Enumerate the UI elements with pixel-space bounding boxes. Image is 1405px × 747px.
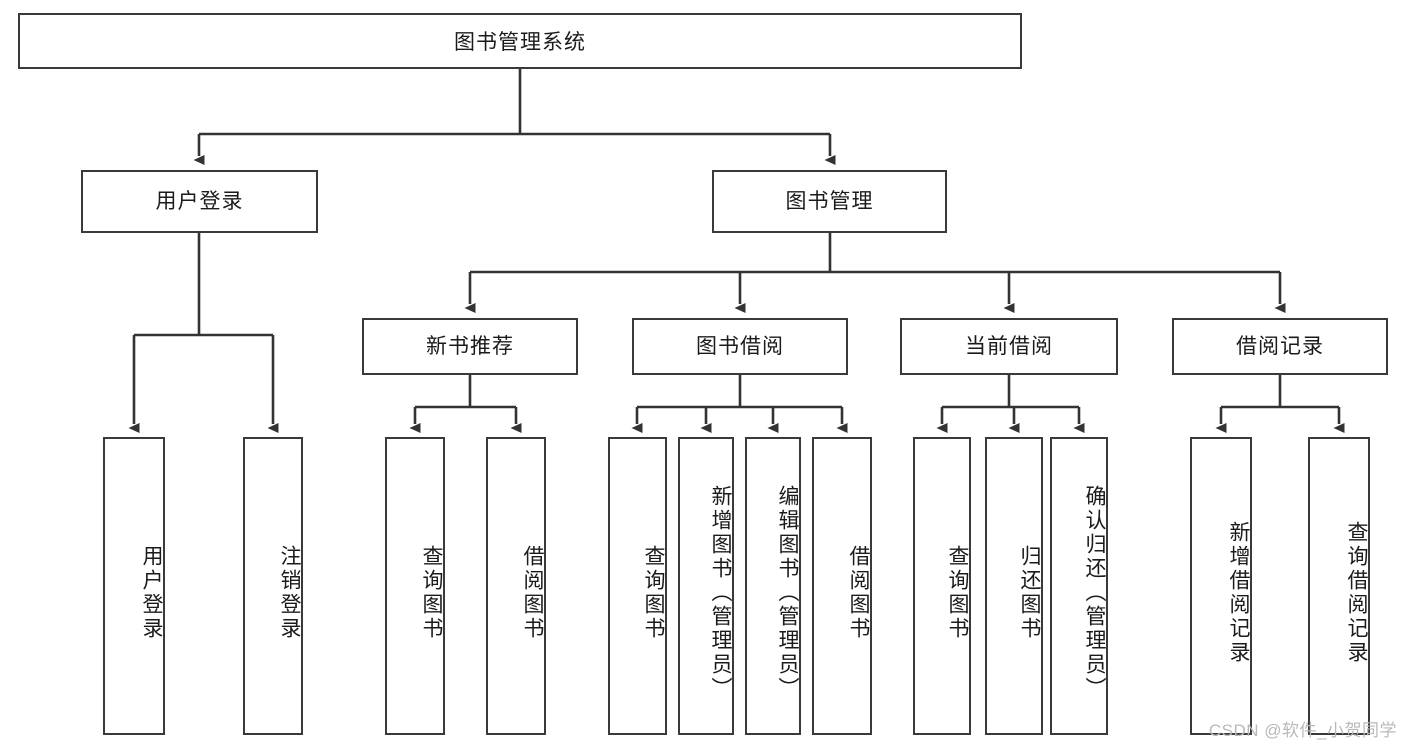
leaf-confirm-return-admin[interactable]: 确认归还（管理员） [1050, 437, 1108, 735]
leaf-query-book-recommend-label: 查询图书 [420, 545, 443, 641]
leaf-edit-book-admin-label: 编辑图书（管理员） [776, 485, 799, 701]
leaf-logout-label: 注销登录 [278, 545, 301, 641]
node-book-borrow-label: 图书借阅 [696, 334, 784, 358]
leaf-logout[interactable]: 注销登录 [243, 437, 303, 735]
node-root-system[interactable]: 图书管理系统 [18, 13, 1022, 69]
leaf-confirm-return-admin-label: 确认归还（管理员） [1083, 485, 1106, 701]
leaf-borrow-book-borrow-label: 借阅图书 [847, 545, 870, 641]
leaf-query-borrow-record-label: 查询借阅记录 [1345, 521, 1368, 665]
node-borrow-record-label: 借阅记录 [1236, 334, 1324, 358]
leaf-return-book-label: 归还图书 [1018, 545, 1041, 641]
leaf-query-book-current-label: 查询图书 [946, 545, 969, 641]
node-user-login[interactable]: 用户登录 [81, 170, 318, 233]
node-new-book-recommend[interactable]: 新书推荐 [362, 318, 578, 375]
node-new-book-recommend-label: 新书推荐 [426, 334, 514, 358]
node-user-login-label: 用户登录 [155, 189, 244, 213]
node-borrow-record[interactable]: 借阅记录 [1172, 318, 1388, 375]
node-current-borrow[interactable]: 当前借阅 [900, 318, 1118, 375]
leaf-add-borrow-record-label: 新增借阅记录 [1227, 521, 1250, 665]
leaf-query-book-recommend[interactable]: 查询图书 [385, 437, 445, 735]
leaf-query-borrow-record[interactable]: 查询借阅记录 [1308, 437, 1370, 735]
node-book-management-label: 图书管理 [785, 189, 874, 213]
leaf-borrow-book-recommend[interactable]: 借阅图书 [486, 437, 546, 735]
leaf-add-borrow-record[interactable]: 新增借阅记录 [1190, 437, 1252, 735]
node-book-management[interactable]: 图书管理 [712, 170, 947, 233]
leaf-add-book-admin[interactable]: 新增图书（管理员） [678, 437, 734, 735]
node-current-borrow-label: 当前借阅 [965, 334, 1053, 358]
leaf-query-book-borrow[interactable]: 查询图书 [608, 437, 667, 735]
leaf-edit-book-admin[interactable]: 编辑图书（管理员） [745, 437, 801, 735]
leaf-user-login[interactable]: 用户登录 [103, 437, 165, 735]
csdn-watermark: CSDN @软件_小贺同学 [1208, 721, 1397, 740]
node-book-borrow[interactable]: 图书借阅 [632, 318, 848, 375]
leaf-query-book-borrow-label: 查询图书 [642, 545, 665, 641]
leaf-return-book[interactable]: 归还图书 [985, 437, 1043, 735]
node-root-label: 图书管理系统 [454, 31, 586, 54]
leaf-user-login-label: 用户登录 [140, 545, 163, 641]
leaf-query-book-current[interactable]: 查询图书 [913, 437, 971, 735]
leaf-add-book-admin-label: 新增图书（管理员） [709, 485, 732, 701]
leaf-borrow-book-borrow[interactable]: 借阅图书 [812, 437, 872, 735]
leaf-borrow-book-recommend-label: 借阅图书 [521, 545, 544, 641]
